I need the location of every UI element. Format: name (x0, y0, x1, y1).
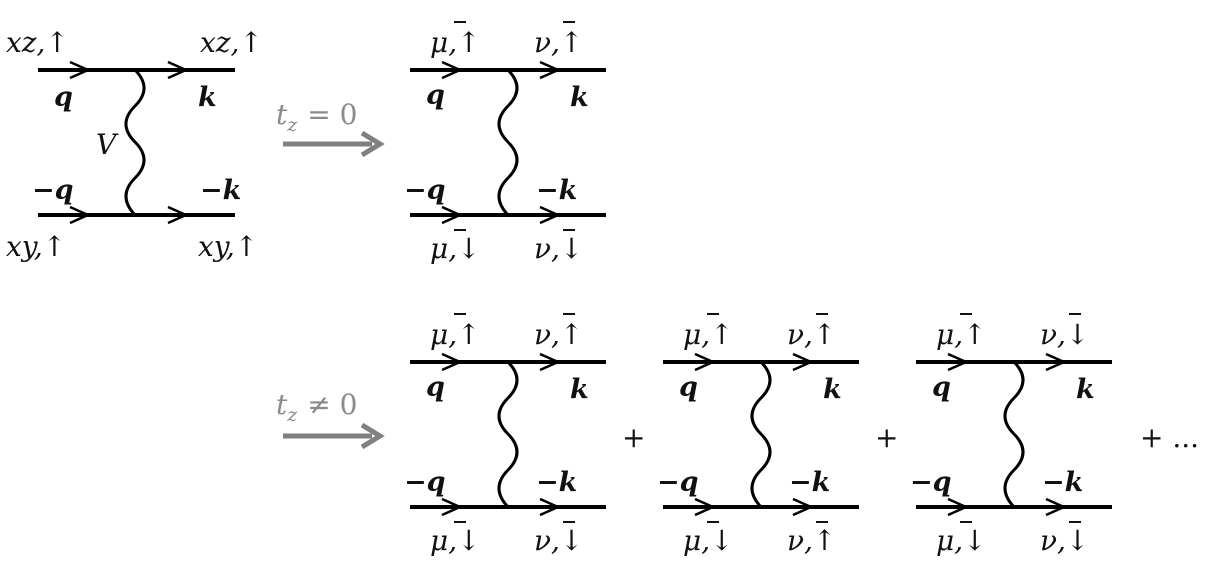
arrow-head (441, 352, 464, 372)
arrow-head (167, 205, 190, 225)
result-diagram-tz-zero: μ,↑ ν,↑ μ,↓ ν,↓ q k −q −k (404, 21, 606, 265)
arrow-head (441, 497, 464, 517)
arrow-head (441, 60, 464, 80)
bottom-right-label: ν,↑ (787, 524, 836, 557)
momentum-k: k (570, 82, 589, 113)
interaction-wavy-line (497, 360, 519, 509)
interaction-label: V (96, 128, 119, 161)
arrow-head (167, 60, 190, 80)
arrow-tz-nonzero: tz≠ 0 (276, 388, 385, 450)
momentum-minus-q: −q (32, 175, 74, 206)
top-left-label: μ,↑ (683, 318, 734, 351)
momentum-q: q (932, 372, 951, 403)
arrow-head (792, 497, 815, 517)
momentum-minus-k: −k (789, 467, 830, 498)
arrow-head (1045, 352, 1068, 372)
interaction-wavy-line (124, 68, 146, 217)
ellipsis-continuation: + ... (1140, 421, 1199, 454)
arrow-tz-zero: tz= 0 (276, 98, 385, 158)
arrow-head (947, 497, 970, 517)
top-right-label: ν,↑ (534, 26, 583, 59)
top-left-label: μ,↑ (936, 318, 987, 351)
arrow-head (539, 352, 562, 372)
top-right-label: ν,↑ (534, 318, 583, 351)
bottom-right-label: xy,↑ (198, 230, 258, 263)
arrow-head (539, 60, 562, 80)
bottom-right-label: ν,↓ (1040, 524, 1089, 557)
arrow-head (694, 352, 717, 372)
arrow-head (1045, 497, 1068, 517)
top-left-label: xz,↑ (6, 26, 69, 59)
plus-sign: + (875, 421, 898, 454)
plus-sign: + (622, 421, 645, 454)
arrow-head (69, 60, 92, 80)
arrow-head (792, 352, 815, 372)
bottom-left-label: xy,↑ (6, 230, 66, 263)
bottom-left-label: μ,↓ (683, 524, 734, 557)
bottom-right-label: ν,↓ (534, 232, 583, 265)
bottom-left-label: μ,↓ (430, 232, 481, 265)
interaction-wavy-line (750, 360, 772, 509)
top-right-label: ν,↓ (1040, 318, 1089, 351)
momentum-minus-k: −k (536, 175, 577, 206)
momentum-minus-k: −k (1042, 467, 1083, 498)
top-right-label: xz,↑ (200, 26, 263, 59)
result-diagram-tz-nonzero-3: μ,↑ ν,↓ μ,↓ ν,↓ q k −q −k (910, 313, 1112, 557)
arrow-head (694, 497, 717, 517)
momentum-q: q (679, 372, 698, 403)
arrow-head-gray (360, 422, 385, 450)
bottom-left-label: μ,↓ (936, 524, 987, 557)
momentum-q: q (426, 80, 445, 111)
top-right-label: ν,↑ (787, 318, 836, 351)
top-left-label: μ,↑ (430, 26, 481, 59)
momentum-k: k (570, 374, 589, 405)
arrow-head (441, 205, 464, 225)
arrow-head (69, 205, 92, 225)
arrow-head (539, 497, 562, 517)
bottom-left-label: μ,↓ (430, 524, 481, 557)
top-left-label: μ,↑ (430, 318, 481, 351)
momentum-minus-q: −q (404, 175, 446, 206)
arrow-label-t: tz= 0 (276, 98, 357, 136)
arrow-head-gray (360, 130, 385, 158)
arrow-head (539, 205, 562, 225)
momentum-k: k (1076, 374, 1095, 405)
momentum-minus-k: −k (200, 175, 241, 206)
momentum-q: q (426, 372, 445, 403)
momentum-minus-q: −q (404, 467, 446, 498)
momentum-minus-q: −q (657, 467, 699, 498)
arrow-head (947, 352, 970, 372)
bare-interaction-diagram: xz,↑ xz,↑ xy,↑ xy,↑ q k −q −k V (6, 26, 263, 263)
interaction-wavy-line (1003, 360, 1025, 509)
bottom-right-label: ν,↓ (534, 524, 583, 557)
momentum-minus-q: −q (910, 467, 952, 498)
interaction-wavy-line (497, 68, 519, 217)
momentum-q: q (54, 82, 73, 113)
momentum-k: k (823, 374, 842, 405)
momentum-k: k (198, 82, 217, 113)
result-diagram-tz-nonzero-2: μ,↑ ν,↑ μ,↓ ν,↑ q k −q −k (657, 313, 859, 557)
momentum-minus-k: −k (536, 467, 577, 498)
arrow-label-t: tz≠ 0 (276, 388, 357, 426)
result-diagram-tz-nonzero-1: μ,↑ ν,↑ μ,↓ ν,↓ q k −q −k (404, 313, 606, 557)
